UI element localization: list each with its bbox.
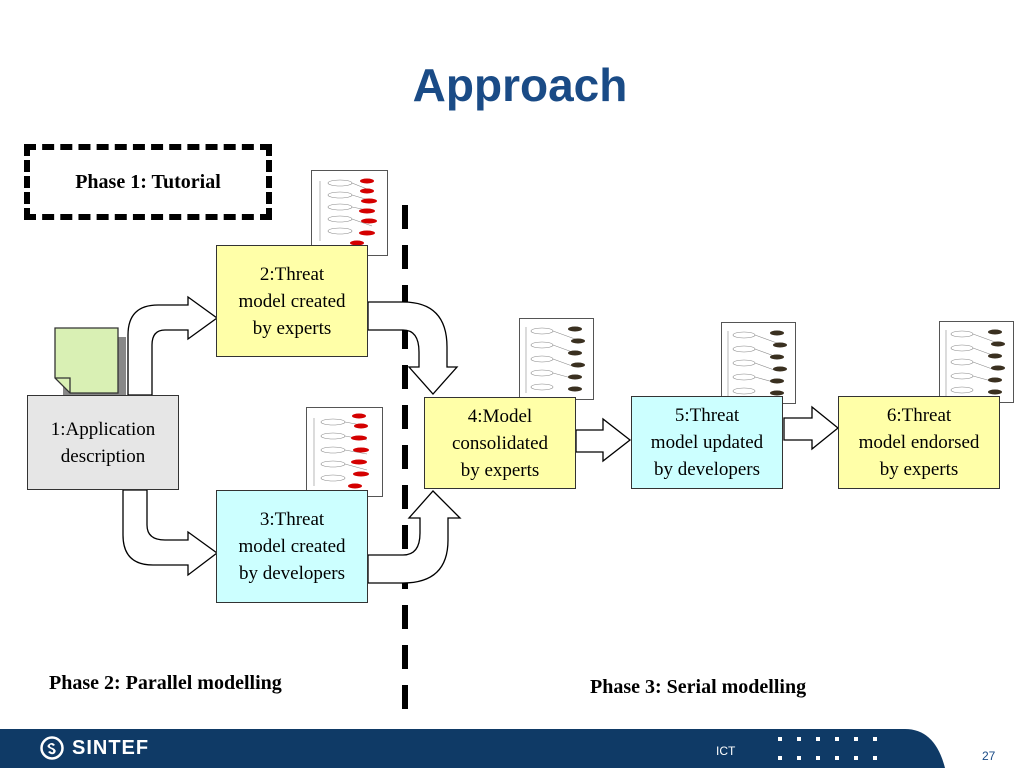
node-2-line-1: 2:Threat bbox=[259, 263, 325, 285]
node-3-line-1: 3:Threat bbox=[259, 509, 325, 530]
node-2-line-3: by experts bbox=[252, 317, 332, 339]
threat-model-thumbnail-dark-2 bbox=[721, 322, 796, 404]
node-threat-model-developers: 3:Threat model created by developers bbox=[216, 490, 368, 603]
department-label: ICT bbox=[716, 744, 736, 758]
arrow-1-to-3 bbox=[122, 489, 219, 577]
phase1-box: Phase 1: Tutorial bbox=[24, 144, 272, 220]
node-3-line-3: by developers bbox=[238, 563, 346, 584]
node-1-line-1: 1:Application bbox=[50, 418, 156, 440]
threat-model-thumbnail-red-1 bbox=[311, 170, 388, 256]
arrow-2-to-4 bbox=[367, 301, 459, 395]
arrow-5-to-6 bbox=[783, 405, 840, 451]
node-6-line-2: model endorsed bbox=[858, 432, 980, 453]
phase1-label: Phase 1: Tutorial bbox=[75, 170, 221, 193]
node-6-line-1: 6:Threat bbox=[886, 405, 952, 426]
node-3-line-2: model created bbox=[238, 536, 346, 557]
threat-model-thumbnail-red-2 bbox=[306, 407, 383, 497]
node-model-endorsed: 6:Threat model endorsed by experts bbox=[838, 396, 1000, 489]
node-application-description: 1:Application description bbox=[27, 395, 179, 490]
sintef-logo: SINTEF bbox=[40, 736, 149, 760]
node-4-line-1: 4:Model bbox=[467, 405, 533, 427]
node-2-line-2: model created bbox=[238, 290, 346, 312]
node-5-line-1: 5:Threat bbox=[674, 405, 740, 426]
node-threat-model-experts: 2:Threat model created by experts bbox=[216, 245, 368, 357]
document-icon bbox=[54, 327, 126, 402]
node-4-line-2: consolidated bbox=[451, 432, 549, 454]
node-5-line-2: model updated bbox=[650, 432, 764, 453]
node-model-updated: 5:Threat model updated by developers bbox=[631, 396, 783, 489]
footer-dots bbox=[778, 737, 877, 760]
threat-model-thumbnail-dark-3 bbox=[939, 321, 1014, 403]
node-5-line-3: by developers bbox=[653, 459, 761, 480]
brand-name: SINTEF bbox=[72, 736, 150, 759]
phase3-label: Phase 3: Serial modelling bbox=[590, 676, 807, 698]
page-number: 27 bbox=[982, 749, 996, 763]
node-1-line-2: description bbox=[60, 445, 146, 467]
threat-model-thumbnail-dark-1 bbox=[519, 318, 594, 400]
node-model-consolidated: 4:Model consolidated by experts bbox=[424, 397, 576, 489]
footer-band bbox=[0, 729, 945, 768]
sintef-logo-icon bbox=[40, 736, 64, 760]
arrow-4-to-5 bbox=[575, 417, 632, 463]
slide-title: Approach bbox=[412, 59, 628, 111]
node-6-line-3: by experts bbox=[879, 459, 959, 480]
arrow-1-to-2 bbox=[127, 295, 219, 396]
phase2-label: Phase 2: Parallel modelling bbox=[49, 672, 282, 694]
node-4-line-3: by experts bbox=[460, 459, 540, 481]
arrow-3-to-4 bbox=[367, 490, 462, 584]
